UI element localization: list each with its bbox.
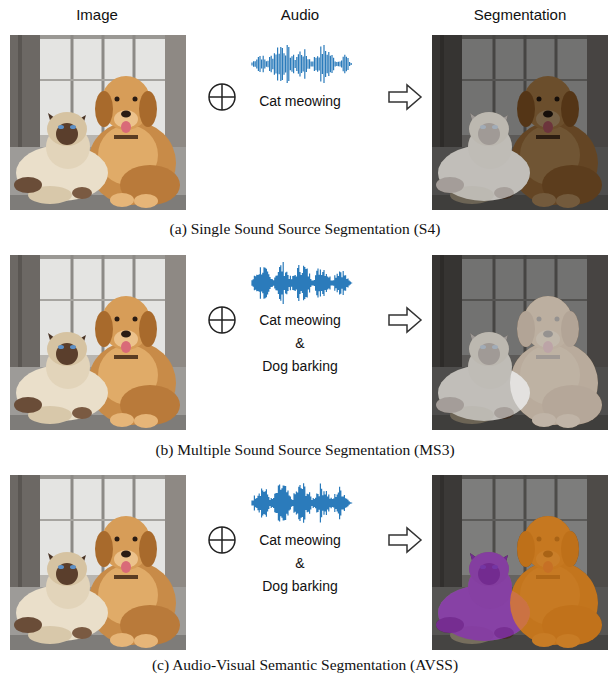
audio-label: &: [295, 335, 304, 351]
subfigure-caption: (b) Multiple Sound Source Segmentation (…: [155, 441, 454, 459]
subfigure-caption: (a) Single Sound Source Segmentation (S4…: [170, 220, 441, 238]
audio-label: Cat meowing: [259, 312, 341, 328]
plus-symbol: [209, 307, 235, 333]
audio-waveform: [252, 45, 351, 83]
audio-label: Dog barking: [262, 578, 338, 594]
column-header: Segmentation: [474, 6, 567, 23]
audio-waveform: [252, 483, 352, 522]
column-header: Audio: [281, 6, 319, 23]
arrow-symbol: [389, 308, 421, 332]
input-image: [10, 35, 186, 210]
plus-symbol: [209, 84, 235, 110]
column-header: Image: [76, 6, 118, 23]
input-image: [10, 255, 186, 430]
audio-label: Dog barking: [262, 358, 338, 374]
arrow-symbol: [389, 528, 421, 552]
segmentation-image: [432, 35, 608, 210]
arrow-symbol: [389, 85, 421, 109]
input-image: [10, 475, 186, 650]
audio-label: &: [295, 555, 304, 571]
audio-label: Cat meowing: [259, 532, 341, 548]
plus-symbol: [209, 527, 235, 553]
audio-waveform: [252, 262, 352, 304]
audio-label: Cat meowing: [259, 93, 341, 109]
segmentation-image: [432, 255, 608, 430]
segmentation-image: [432, 475, 608, 650]
subfigure-caption: (c) Audio-Visual Semantic Segmentation (…: [152, 656, 458, 674]
